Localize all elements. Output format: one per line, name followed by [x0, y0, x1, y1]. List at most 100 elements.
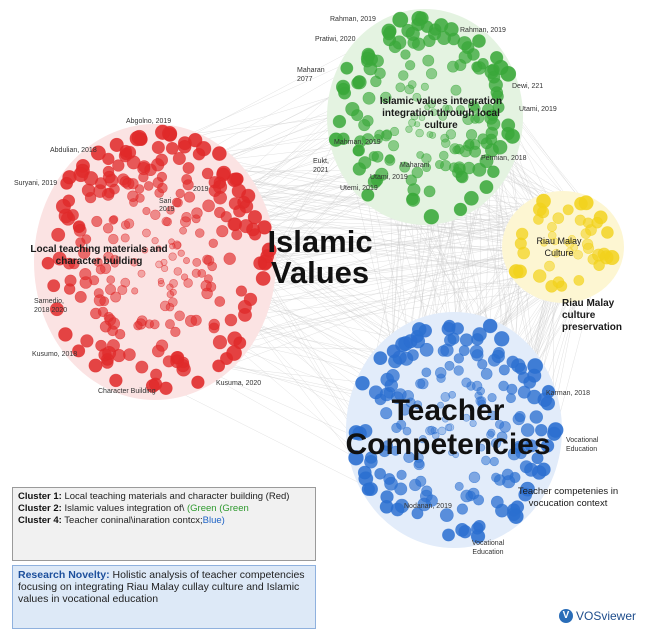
network-node-blue — [505, 393, 516, 404]
network-node-yellow — [547, 222, 557, 232]
network-node-red — [137, 162, 151, 176]
network-node-red — [166, 290, 175, 299]
legend-row-cluster-4: Cluster 4: Teacher coninal\inaration con… — [18, 515, 310, 527]
network-node-green — [462, 113, 474, 125]
network-node-red — [255, 271, 271, 286]
network-node-red — [142, 228, 151, 238]
node-label: Suryani, 2019 — [14, 180, 58, 187]
network-node-green — [470, 103, 481, 114]
node-label: Abdulian, 2018 — [50, 147, 97, 154]
network-node-blue — [469, 344, 484, 359]
network-node-red — [201, 287, 213, 300]
network-node-green — [382, 28, 396, 41]
legend-key: Cluster 1: — [18, 491, 62, 502]
network-node-green — [404, 84, 415, 95]
network-node-blue — [487, 393, 497, 403]
network-node-yellow — [601, 226, 614, 239]
network-node-red — [168, 238, 175, 245]
network-node-red — [102, 345, 117, 360]
network-node-blue — [437, 426, 447, 436]
network-node-blue — [540, 439, 555, 453]
vosviewer-brand: V VOSviewer — [559, 609, 636, 623]
network-node-red — [182, 162, 195, 175]
network-node-blue — [409, 478, 422, 492]
network-node-red — [149, 319, 160, 330]
network-node-yellow — [565, 239, 575, 249]
network-node-green — [374, 129, 385, 140]
network-node-green — [429, 131, 437, 139]
network-node-green — [337, 82, 350, 96]
network-node-blue — [520, 423, 535, 437]
network-node-blue — [495, 419, 505, 429]
network-node-red — [134, 184, 145, 194]
network-node-red — [143, 181, 154, 191]
network-node-red — [191, 375, 205, 389]
node-label: Eukt, 2021 — [313, 158, 329, 174]
network-node-red — [160, 258, 168, 266]
network-node-green — [455, 105, 466, 115]
network-node-blue — [459, 333, 474, 347]
network-node-red — [109, 215, 119, 224]
network-node-red — [73, 223, 87, 237]
network-node-blue — [487, 410, 498, 421]
network-node-green — [457, 36, 472, 51]
network-node-red — [172, 240, 182, 250]
network-node-blue — [517, 371, 530, 384]
network-node-green — [487, 165, 500, 178]
network-node-blue — [489, 456, 499, 467]
network-node-green — [458, 50, 473, 64]
network-node-yellow — [593, 259, 605, 271]
network-node-red — [151, 140, 165, 154]
network-node-blue — [396, 419, 407, 430]
network-node-green — [362, 115, 374, 127]
network-node-red — [123, 218, 135, 229]
network-node-green — [427, 100, 436, 109]
network-node-red — [91, 215, 103, 227]
network-node-blue — [517, 385, 531, 399]
network-node-green — [405, 174, 417, 186]
network-node-red — [133, 321, 143, 331]
network-edge — [237, 178, 478, 340]
network-node-yellow — [544, 260, 555, 272]
network-node-red — [181, 174, 193, 185]
network-node-red — [157, 277, 165, 285]
network-node-green — [473, 112, 485, 124]
network-node-blue — [403, 451, 415, 463]
network-node-blue — [531, 452, 544, 465]
network-node-blue — [374, 467, 386, 480]
label-yellow-cluster: Riau Malay Culture — [536, 236, 582, 258]
network-node-blue — [513, 442, 525, 454]
network-node-green — [371, 150, 384, 163]
network-node-red — [202, 254, 213, 265]
network-node-blue — [508, 508, 524, 525]
network-node-red — [157, 182, 168, 194]
network-node-red — [192, 258, 202, 267]
network-node-green — [423, 209, 440, 225]
network-node-yellow — [508, 264, 524, 279]
network-node-blue — [411, 322, 427, 337]
network-node-red — [179, 226, 187, 235]
network-node-red — [68, 258, 80, 270]
network-node-blue — [471, 333, 484, 346]
network-node-blue — [469, 419, 477, 428]
network-node-green — [384, 154, 396, 166]
network-node-red — [253, 256, 267, 271]
network-node-red — [177, 139, 192, 154]
network-node-red — [102, 152, 115, 166]
network-node-green — [477, 133, 489, 145]
network-node-green — [438, 111, 448, 121]
network-node-yellow — [573, 275, 585, 286]
network-node-red — [177, 249, 185, 257]
network-node-blue — [458, 345, 470, 356]
network-node-red — [171, 350, 185, 364]
network-node-yellow — [552, 212, 565, 224]
network-node-blue — [441, 415, 449, 423]
network-node-red — [47, 279, 61, 293]
network-node-blue — [373, 351, 388, 366]
network-node-red — [237, 299, 252, 314]
network-node-red — [208, 318, 220, 331]
network-node-blue — [501, 468, 514, 481]
network-node-blue — [456, 503, 468, 515]
network-node-red — [212, 146, 227, 161]
network-node-red — [105, 284, 116, 295]
